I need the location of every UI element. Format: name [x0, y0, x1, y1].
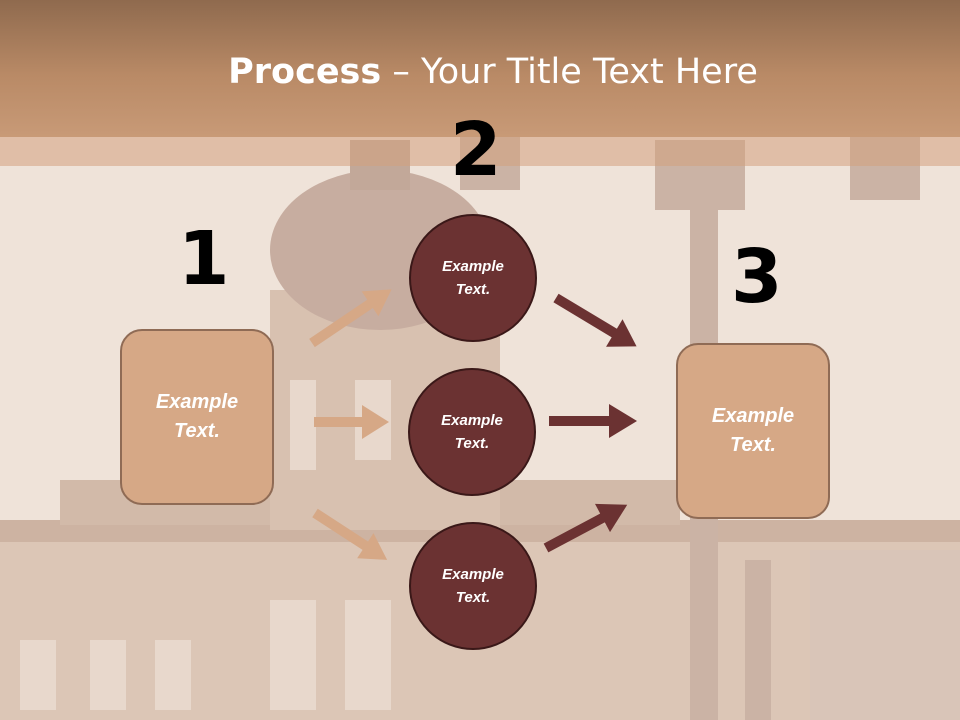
step-number-2: 2 — [450, 107, 502, 193]
dark-arrows — [543, 293, 637, 553]
arrow-bottom-to-right — [543, 503, 628, 553]
title-strip — [0, 137, 960, 166]
slide-title: Process – Your Title Text Here — [0, 52, 960, 92]
process-box-right-text: Example Text. — [711, 405, 795, 456]
process-circle-top-text: Example Text. — [442, 258, 504, 298]
process-circle-bottom-text: Example Text. — [442, 566, 504, 606]
arrow-left-to-bottom — [312, 508, 388, 560]
process-box-right[interactable]: Example Text. — [676, 343, 830, 519]
title-rest: – Your Title Text Here — [381, 52, 758, 92]
arrow-top-to-right — [553, 293, 637, 347]
arrow-left-to-middle — [314, 405, 389, 439]
process-box-left[interactable]: Example Text. — [120, 329, 274, 505]
arrow-left-to-top — [309, 289, 392, 348]
process-circle-middle-text: Example Text. — [441, 412, 503, 452]
step-number-3: 3 — [731, 234, 783, 320]
process-circle-middle[interactable]: Example Text. — [408, 368, 536, 496]
title-bold: Process — [228, 52, 382, 92]
title-band — [0, 0, 960, 137]
process-circle-bottom[interactable]: Example Text. — [409, 522, 537, 650]
tan-arrows — [309, 289, 392, 560]
step-number-1: 1 — [178, 216, 230, 302]
process-circle-top[interactable]: Example Text. — [409, 214, 537, 342]
process-box-left-text: Example Text. — [155, 391, 239, 442]
arrow-middle-to-right — [549, 404, 637, 438]
